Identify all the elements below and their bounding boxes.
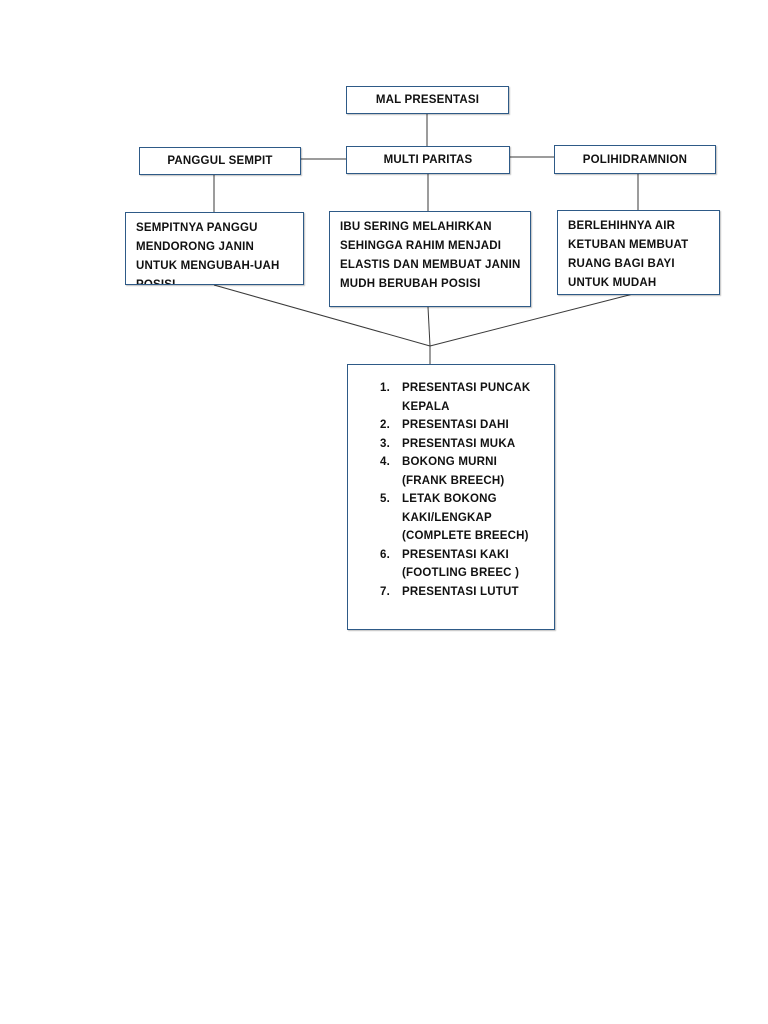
cause-description-text: IBU SERING MELAHIRKAN SEHINGGA RAHIM MEN…	[340, 221, 521, 290]
list-item-number: 4.	[380, 456, 390, 468]
presentation-types-box: 1. PRESENTASI PUNCAK KEPALA 2. PRESENTAS…	[347, 364, 555, 630]
list-item-text: BOKONG MURNI (FRANK BREECH)	[402, 456, 505, 487]
list-item-number: 7.	[380, 585, 390, 598]
presentation-types-list: 1. PRESENTASI PUNCAK KEPALA 2. PRESENTAS…	[348, 379, 544, 601]
cause-title-label: PANGGUL SEMPIT	[167, 155, 273, 167]
list-item-text: PRESENTASI KAKI (FOOTLING BREEC )	[402, 548, 520, 580]
cause-title-label: MULTI PARITAS	[383, 154, 473, 166]
cause-title-label: POLIHIDRAMNION	[582, 153, 688, 166]
list-item-number: 1.	[380, 382, 390, 394]
connector-left-converge	[213, 284, 431, 347]
list-item-text: LETAK BOKONG KAKI/LENGKAP (COMPLETE BREE…	[402, 493, 529, 542]
cause-title-multi-paritas: MULTI PARITAS	[346, 146, 510, 174]
list-item-text: PRESENTASI DAHI	[402, 419, 509, 431]
list-item: 6. PRESENTASI KAKI (FOOTLING BREEC )	[348, 546, 544, 583]
cause-description-panggul-sempit: SEMPITNYA PANGGU MENDORONG JANIN UNTUK M…	[125, 212, 304, 285]
list-item: 4. BOKONG MURNI (FRANK BREECH)	[348, 453, 544, 490]
list-item: 7. PRESENTASI LUTUT	[348, 583, 544, 602]
root-label: MAL PRESENTASI	[375, 94, 480, 106]
cause-title-panggul-sempit: PANGGUL SEMPIT	[139, 147, 301, 175]
list-item-number: 2.	[380, 419, 390, 431]
root-box: MAL PRESENTASI	[346, 86, 509, 114]
list-item-text: PRESENTASI MUKA	[402, 437, 516, 450]
cause-title-polihidramnion: POLIHIDRAMNION	[554, 145, 716, 174]
cause-description-polihidramnion: BERLEHIHNYA AIR KETUBAN MEMBUAT RUANG BA…	[557, 210, 720, 295]
list-item: 1. PRESENTASI PUNCAK KEPALA	[348, 379, 544, 416]
list-item: 5. LETAK BOKONG KAKI/LENGKAP (COMPLETE B…	[348, 490, 544, 546]
list-item-text: PRESENTASI LUTUT	[402, 585, 519, 598]
list-item-number: 3.	[380, 437, 390, 450]
list-item-number: 6.	[380, 548, 390, 561]
cause-description-multi-paritas: IBU SERING MELAHIRKAN SEHINGGA RAHIM MEN…	[329, 211, 531, 307]
list-item: 3. PRESENTASI MUKA	[348, 435, 544, 454]
cause-description-text: SEMPITNYA PANGGU MENDORONG JANIN UNTUK M…	[136, 222, 280, 285]
connector-center-converge	[427, 306, 431, 347]
connector-right-converge	[429, 293, 634, 347]
list-item-text: PRESENTASI PUNCAK KEPALA	[402, 382, 531, 413]
cause-description-text: BERLEHIHNYA AIR KETUBAN MEMBUAT RUANG BA…	[568, 220, 689, 289]
list-item: 2. PRESENTASI DAHI	[348, 416, 544, 435]
list-item-number: 5.	[380, 493, 390, 505]
